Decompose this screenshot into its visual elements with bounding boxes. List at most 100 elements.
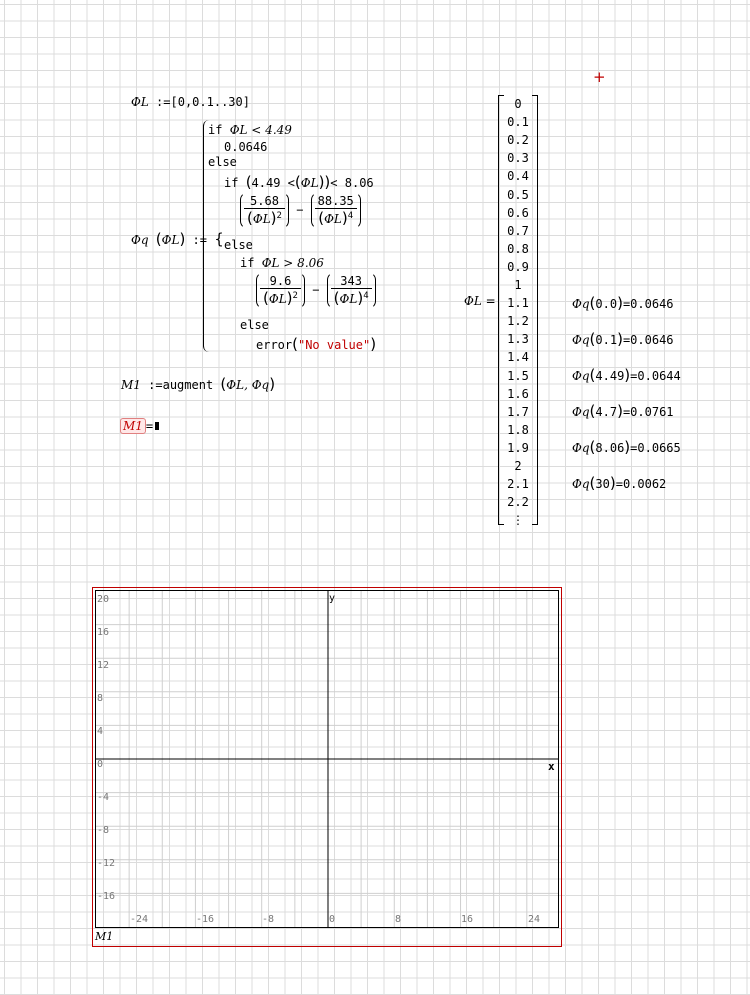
- vector-cell: 1.8: [507, 422, 529, 437]
- error-fn: error: [256, 338, 293, 352]
- eval-result: 0.0665: [637, 441, 681, 455]
- vector-cell: 0.1: [507, 115, 529, 130]
- branch-if3[interactable]: if ΦL > 8.06: [240, 256, 324, 270]
- y-tick-label: 4: [97, 726, 104, 737]
- piecewise-brace: [203, 120, 214, 352]
- vector-bracket-left: [498, 95, 504, 525]
- vector-label-text: ΦL =: [464, 294, 496, 308]
- eval-fn: Φq: [572, 441, 590, 455]
- y-tick-label: 20: [97, 594, 110, 605]
- vector-cell: 0.4: [507, 169, 529, 184]
- function-evaluation[interactable]: Φq(8.06)=0.0665: [572, 438, 681, 456]
- y-tick-label: 0: [97, 759, 104, 770]
- x-tick-label: 8: [395, 914, 402, 925]
- y-tick-label: 16: [97, 627, 110, 638]
- vector-cell: 2.2: [507, 495, 529, 510]
- frac2-num: 88.35: [314, 194, 357, 209]
- eval-arg: 4.7: [595, 405, 618, 419]
- cond2-right: < 8.06: [330, 176, 374, 190]
- y-tick-label: 12: [97, 660, 110, 671]
- eval-arg: 0.1: [595, 333, 618, 347]
- plot-trace-label[interactable]: M1: [95, 930, 114, 943]
- m1-name: M1: [121, 378, 141, 392]
- m1-evaluation[interactable]: M1=: [120, 418, 160, 434]
- function-evaluation[interactable]: Φq(4.49)=0.0644: [572, 366, 681, 384]
- eval-arg: 8.06: [595, 441, 625, 455]
- augment-definition[interactable]: M1 :=augment (ΦL, Φq): [121, 375, 276, 393]
- eval-fn: Φq: [572, 369, 590, 383]
- vector-eval-label: ΦL =: [464, 294, 496, 308]
- keyword-if3: if: [240, 256, 255, 270]
- eval-arg: 30: [595, 477, 610, 491]
- frac3-num: 9.6: [260, 274, 301, 289]
- keyword-else2: else: [224, 238, 253, 252]
- eval-fn: Φq: [572, 333, 590, 347]
- vector-cell: 2: [514, 459, 522, 473]
- minus-op2: −: [312, 283, 320, 297]
- function-evaluation[interactable]: Φq(4.7)=0.0761: [572, 402, 674, 420]
- vector-cell: 0.7: [507, 223, 529, 238]
- function-evaluation[interactable]: Φq(0.1)=0.0646: [572, 330, 674, 348]
- cond2-mid: ΦL: [300, 176, 319, 190]
- error-call[interactable]: error("No value"): [256, 335, 377, 353]
- x-tick-label: 24: [528, 914, 541, 925]
- x-tick-label: -16: [196, 914, 215, 925]
- assign-op: :=: [156, 95, 171, 109]
- branch-if2[interactable]: if (4.49 <(ΦL))< 8.06: [224, 173, 374, 191]
- keyword-if: if: [208, 123, 223, 137]
- branch-value1: 0.0646: [224, 140, 268, 154]
- vector-cell: 1.2: [507, 314, 529, 329]
- eval-result: 0.0646: [630, 333, 674, 347]
- eval-result: 0.0646: [630, 297, 674, 311]
- frac1-num: 5.68: [244, 194, 285, 209]
- frac1-den: ΦL: [252, 212, 271, 226]
- x-tick-label: 0: [329, 914, 336, 925]
- augment-fn: augment: [162, 378, 214, 392]
- frac4-num: 343: [330, 274, 372, 289]
- func-name: Φq: [131, 233, 149, 247]
- vector-cell: 1.9: [507, 440, 529, 455]
- branch-if1[interactable]: if ΦL < 4.49: [208, 123, 292, 137]
- vector-cell: 1.1: [507, 296, 529, 311]
- eval-fn: Φq: [572, 477, 590, 491]
- function-evaluation[interactable]: Φq(0.0)=0.0646: [572, 294, 674, 312]
- frac4-den: ΦL: [339, 292, 358, 306]
- plot-region[interactable]: [92, 587, 562, 947]
- eval-result: 0.0062: [622, 477, 667, 491]
- y-tick-label: -8: [97, 825, 110, 836]
- vector-cell: 0.3: [507, 151, 529, 166]
- eval-fn: Φq: [572, 405, 590, 419]
- vector-cell: 0.5: [507, 187, 529, 202]
- plot-area[interactable]: [95, 590, 559, 928]
- keyword-else3: else: [240, 318, 269, 332]
- vector-cell: 1.4: [507, 350, 529, 365]
- frac2-den: ΦL: [324, 212, 342, 226]
- frac1-exp: 2: [276, 211, 282, 221]
- frac3-exp: 2: [292, 291, 298, 301]
- vector-cell: 1.6: [507, 386, 529, 401]
- vector-bracket-right: [532, 95, 538, 525]
- eval-fn: Φq: [572, 297, 590, 311]
- cond2-left: 4.49 <: [251, 176, 295, 190]
- minus-op: −: [296, 203, 304, 217]
- y-axis-label: y: [329, 593, 336, 604]
- branch-expr2[interactable]: 5.68(ΦL)2 − 88.35(ΦL)4: [240, 192, 361, 229]
- placeholder-cursor[interactable]: [155, 422, 160, 430]
- m1-error-badge[interactable]: M1: [120, 418, 146, 434]
- m1-eval-op: =: [145, 419, 154, 433]
- x-tick-label: -8: [262, 914, 275, 925]
- y-tick-label: -16: [97, 891, 116, 902]
- keyword-else1: else: [208, 155, 237, 169]
- vector-cell: 0.6: [507, 205, 529, 220]
- eval-result: 0.0761: [630, 405, 674, 419]
- range-definition[interactable]: ΦL :=[0,0.1..30]: [131, 95, 250, 109]
- function-evaluation[interactable]: Φq(30)=0.0062: [572, 474, 667, 492]
- frac4-exp: 4: [363, 291, 369, 301]
- x-axis-label: x: [548, 760, 555, 773]
- augment-args: ΦL, Φq: [226, 378, 270, 392]
- plot-svg: [96, 591, 558, 927]
- branch-expr3[interactable]: 9.6(ΦL)2 − 343(ΦL)4: [256, 272, 376, 309]
- vector-cell: 1: [514, 278, 522, 292]
- frac3-den: ΦL: [268, 292, 287, 306]
